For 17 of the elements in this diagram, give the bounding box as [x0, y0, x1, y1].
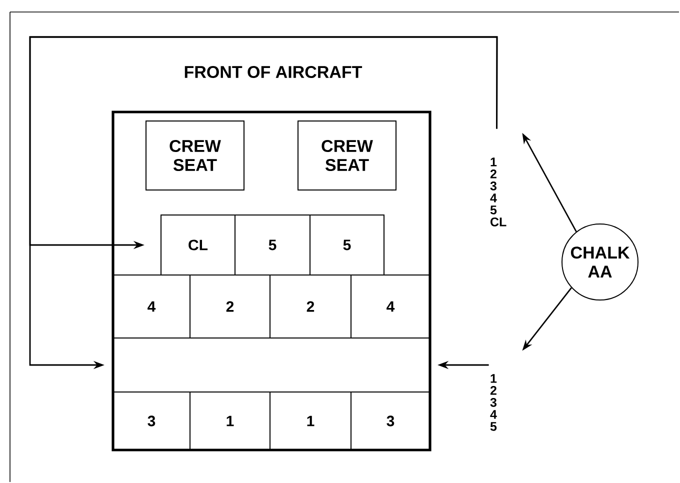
seat-cell: 4 [350, 274, 430, 338]
seat-cell: 4 [112, 274, 190, 338]
crew-seat-box: CREW SEAT [298, 120, 396, 190]
seat-cell: CL [160, 214, 236, 276]
stick-list: 1 2 3 4 5 [490, 374, 497, 431]
seat-cell: 1 [190, 392, 270, 450]
seat-cell: 5 [234, 214, 310, 276]
seat-cell: 2 [190, 274, 270, 338]
stick-list: 1 2 3 4 5 CL [490, 158, 506, 226]
heading-label: FRONT OF AIRCRAFT [184, 66, 362, 78]
seat-cell: 3 [112, 392, 190, 450]
seat-cell: 2 [270, 274, 352, 338]
aircraft-outline [112, 110, 432, 452]
crew-seat-box: CREW SEAT [146, 120, 244, 190]
seat-cell: 3 [350, 392, 430, 450]
seat-cell: 1 [270, 392, 352, 450]
seat-cell: 5 [310, 214, 384, 276]
